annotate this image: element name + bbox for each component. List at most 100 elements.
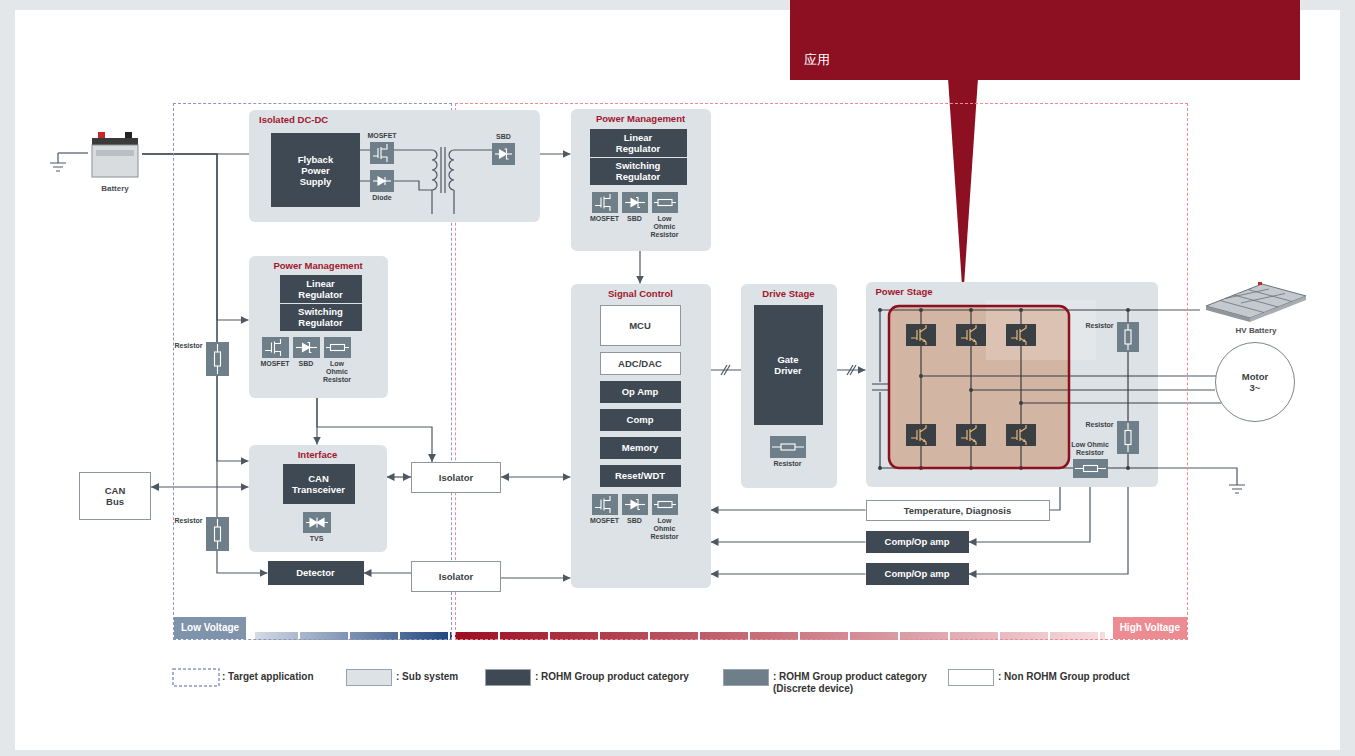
svg-svg <box>592 494 618 515</box>
node-label: Switching Regulator <box>290 306 352 328</box>
legend-text: : ROHM Group product category <box>535 671 689 683</box>
node-label: Reset/WDT <box>615 470 665 481</box>
node-label: HV Battery <box>1236 326 1277 336</box>
node-label: Gate Driver <box>768 354 809 376</box>
svg-rect <box>781 444 795 450</box>
node-label: Isolator <box>439 571 473 582</box>
svg-circle <box>1019 308 1023 312</box>
node-label: 应用 <box>804 52 830 68</box>
svg-svg <box>492 143 515 165</box>
legend-text: : ROHM Group product category (Discrete … <box>773 671 941 695</box>
svg-path <box>265 339 281 356</box>
discrete-symbol: SBD <box>293 337 320 358</box>
node-label: Low Ohmic Resistor <box>647 517 683 541</box>
svg-svg <box>1117 322 1139 352</box>
svg-path <box>872 310 1158 468</box>
node-label: Isolator <box>439 472 473 483</box>
connector <box>501 476 571 477</box>
svg-path <box>1075 467 1106 468</box>
svg-g <box>373 177 391 185</box>
connector <box>711 541 866 542</box>
svg-svg <box>293 337 320 358</box>
node-label: SBD <box>620 215 650 223</box>
lv-gradient-bar <box>255 632 452 640</box>
node-label: MOSFET <box>362 132 402 140</box>
svg-rect <box>1125 330 1131 344</box>
svg-g <box>214 344 220 374</box>
product-box: Op Amp <box>600 381 681 403</box>
svg-path <box>307 342 311 352</box>
connector <box>151 486 249 487</box>
svg-g <box>296 342 317 352</box>
svg-path <box>654 503 676 504</box>
connector <box>1158 389 1216 390</box>
connector <box>1158 309 1201 310</box>
node-label: MOSFET <box>587 517 623 525</box>
svg-path <box>921 376 1158 403</box>
node-label: Low Voltage <box>174 617 246 639</box>
non-rohm-box: Isolator <box>411 462 501 493</box>
svg-path <box>921 310 1128 468</box>
svg-rect <box>1258 282 1262 285</box>
discrete-symbol: MOSFET <box>592 192 618 213</box>
voltage-region: High VoltagePower ManagementLinear Regul… <box>455 103 1188 640</box>
svg-path <box>654 201 676 202</box>
node-label: CAN Bus <box>100 485 130 507</box>
svg-polygon <box>317 518 324 526</box>
svg-polygon <box>302 343 309 351</box>
product-box: CAN Transceiver <box>283 464 355 504</box>
node-label: Memory <box>622 442 658 453</box>
product-box: Comp/Op amp <box>866 563 969 585</box>
svg-rect <box>92 138 138 145</box>
product-box: Linear Regulator <box>280 275 362 303</box>
product-box: Linear Regulator <box>590 129 687 157</box>
svg-use <box>1006 324 1036 346</box>
node-label: Low Ohmic Resistor <box>647 215 683 239</box>
node-label: SBD <box>291 360 321 368</box>
discrete-symbol: MOSFET <box>262 337 289 358</box>
node-label: Power Management <box>571 113 711 125</box>
svg-path <box>595 194 610 211</box>
discrete-symbol: Resistor <box>770 436 806 458</box>
svg-path <box>216 344 217 374</box>
svg-rect <box>214 527 220 541</box>
node-label: Resistor <box>1085 322 1113 330</box>
svg-circle <box>878 308 882 312</box>
svg-path <box>449 150 492 214</box>
discrete-symbol: Resistor <box>206 517 229 551</box>
svg-circle <box>878 466 882 470</box>
svg-circle <box>919 308 923 312</box>
product-box: Memory <box>600 437 681 459</box>
node-label: Linear Regulator <box>290 278 352 300</box>
node-label: Linear Regulator <box>606 132 671 154</box>
product-box: Comp/Op amp <box>866 531 969 553</box>
svg-svg <box>1200 276 1312 322</box>
svg-path <box>1127 324 1128 350</box>
svg-path <box>505 149 509 159</box>
svg-g <box>878 308 1130 470</box>
node-label: TVS <box>302 535 332 543</box>
svg-path <box>50 153 66 171</box>
non-rohm-box: Temperature, Diagnosis <box>866 500 1050 521</box>
svg-circle <box>969 388 973 392</box>
svg-polygon <box>378 177 385 185</box>
svg-svg <box>88 128 142 180</box>
svg-rect <box>125 132 132 139</box>
svg-rect <box>658 199 672 205</box>
discrete-symbol: Low Ohmic Resistor <box>324 337 351 358</box>
svg-g <box>872 310 1158 468</box>
non-rohm-box: Isolator <box>411 561 501 592</box>
callout-pointer <box>948 78 978 300</box>
svg-path <box>441 147 445 193</box>
svg-path <box>1158 468 1245 493</box>
svg-svg <box>324 337 351 358</box>
svg-polygon <box>631 500 638 508</box>
node-label: Comp/Op amp <box>885 536 950 547</box>
product-box: Reset/WDT <box>600 465 681 487</box>
hv-bar-gaps <box>455 632 1105 640</box>
node-label: Flyback Power Supply <box>289 154 342 187</box>
svg-rect <box>889 306 1069 468</box>
svg-svg <box>262 337 289 358</box>
node-label: Comp/Op amp <box>885 568 950 579</box>
svg-svg <box>770 436 806 458</box>
